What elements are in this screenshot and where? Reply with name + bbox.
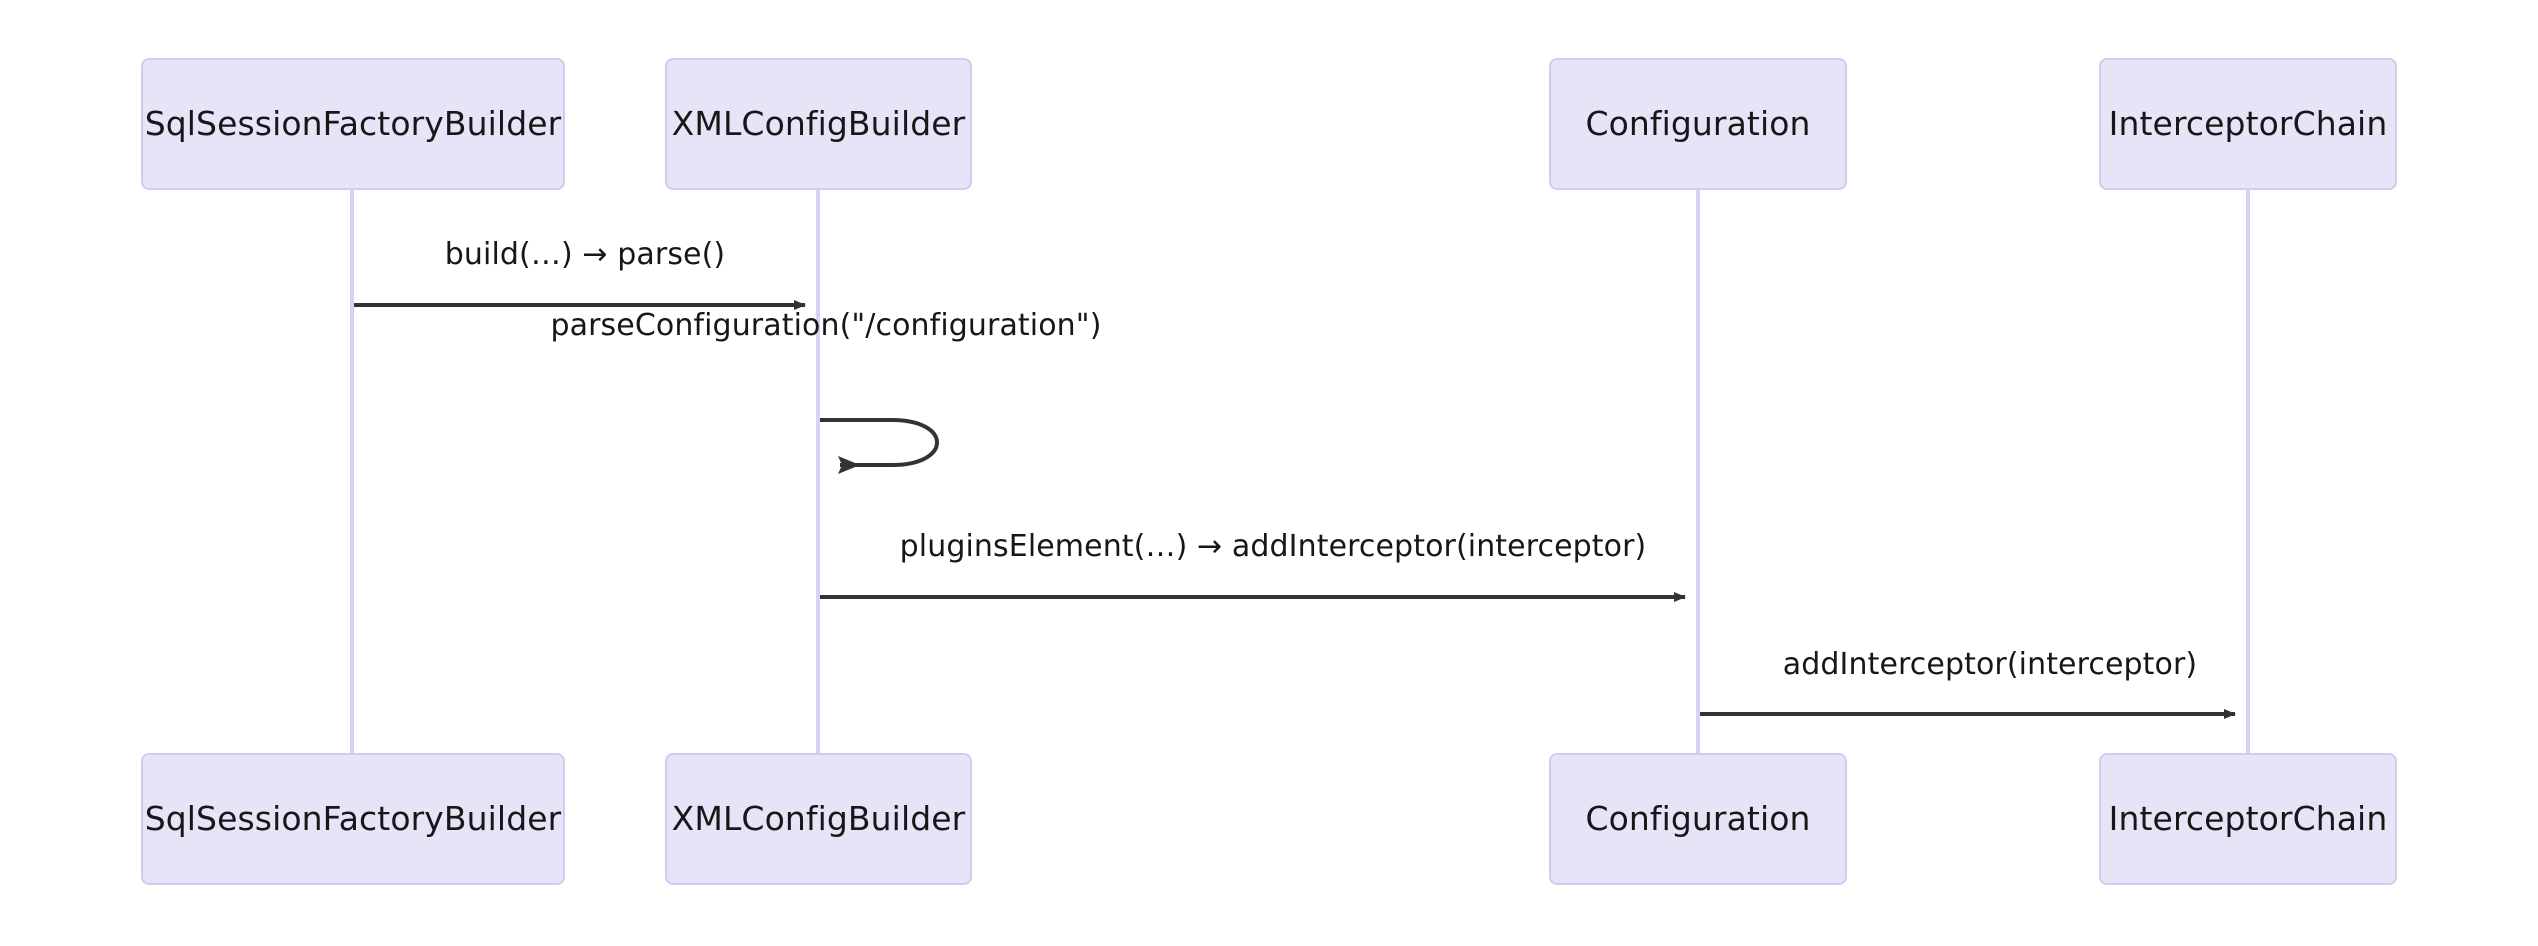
participant-label-configuration-top: Configuration xyxy=(1585,103,1811,143)
participant-label-interceptorchain-bottom: InterceptorChain xyxy=(2108,798,2388,838)
participant-box-xmlconfigbuilder-top[interactable]: XMLConfigBuilder xyxy=(665,58,972,190)
lifeline-interceptorchain xyxy=(2246,190,2250,753)
participant-box-xmlconfigbuilder-bottom[interactable]: XMLConfigBuilder xyxy=(665,753,972,885)
message-label-parseconfiguration: parseConfiguration("/configuration") xyxy=(550,308,1102,343)
participant-label-xmlconfigbuilder-top: XMLConfigBuilder xyxy=(671,103,966,143)
lifeline-sqlsessionfactorybuilder xyxy=(350,190,354,753)
participant-label-interceptorchain-top: InterceptorChain xyxy=(2108,103,2388,143)
participant-box-interceptorchain-bottom[interactable]: InterceptorChain xyxy=(2099,753,2397,885)
participant-label-sqlsessionfactorybuilder-top: SqlSessionFactoryBuilder xyxy=(144,103,562,143)
participant-box-sqlsessionfactorybuilder-bottom[interactable]: SqlSessionFactoryBuilder xyxy=(141,753,565,885)
message-label-pluginselement-addinterceptor: pluginsElement(…) → addInterceptor(inter… xyxy=(899,529,1647,564)
message-label-addinterceptor: addInterceptor(interceptor) xyxy=(1782,647,2198,682)
participant-box-interceptorchain-top[interactable]: InterceptorChain xyxy=(2099,58,2397,190)
participant-label-sqlsessionfactorybuilder-bottom: SqlSessionFactoryBuilder xyxy=(144,798,562,838)
participant-label-xmlconfigbuilder-bottom: XMLConfigBuilder xyxy=(671,798,966,838)
participant-box-sqlsessionfactorybuilder-top[interactable]: SqlSessionFactoryBuilder xyxy=(141,58,565,190)
message-label-build-parse: build(…) → parse() xyxy=(444,237,726,272)
participant-box-configuration-top[interactable]: Configuration xyxy=(1549,58,1847,190)
lifeline-configuration xyxy=(1696,190,1700,753)
message-arrow-self-loop-2 xyxy=(818,418,939,474)
lifeline-xmlconfigbuilder xyxy=(816,190,820,753)
participant-label-configuration-bottom: Configuration xyxy=(1585,798,1811,838)
participant-box-configuration-bottom[interactable]: Configuration xyxy=(1549,753,1847,885)
